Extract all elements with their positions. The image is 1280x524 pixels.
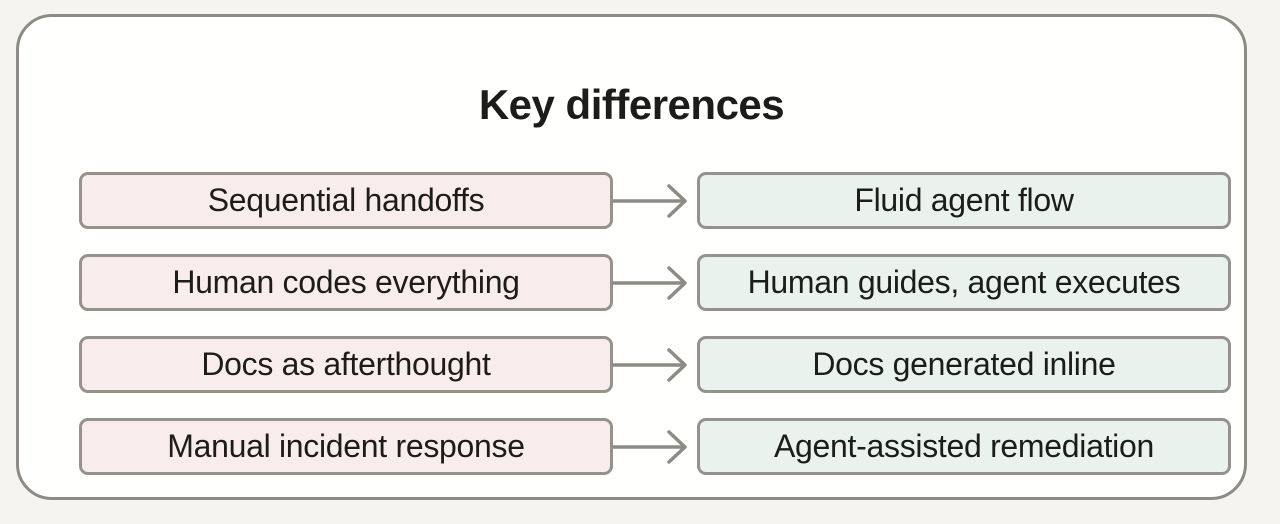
old-approach-box: Docs as afterthought (79, 336, 613, 393)
comparison-row: Docs as afterthought Docs generated inli… (79, 336, 1231, 393)
arrow-right-icon (613, 429, 687, 464)
page-title: Key differences (478, 81, 785, 128)
new-approach-box: Docs generated inline (697, 336, 1231, 393)
arrow-right-icon (613, 265, 687, 300)
old-approach-box: Manual incident response (79, 418, 613, 475)
new-approach-box: Fluid agent flow (697, 172, 1231, 229)
old-approach-box: Sequential handoffs (79, 172, 613, 229)
key-differences-panel: Key differences Sequential handoffs Flui… (16, 14, 1247, 500)
arrow-right-icon (613, 183, 687, 218)
comparison-row: Manual incident response Agent-assisted … (79, 418, 1231, 475)
arrow-right-icon (613, 347, 687, 382)
old-approach-box: Human codes everything (79, 254, 613, 311)
comparison-rows: Sequential handoffs Fluid agent flow Hum… (79, 172, 1231, 475)
new-approach-box: Agent-assisted remediation (697, 418, 1231, 475)
comparison-row: Sequential handoffs Fluid agent flow (79, 172, 1231, 229)
comparison-row: Human codes everything Human guides, age… (79, 254, 1231, 311)
new-approach-box: Human guides, agent executes (697, 254, 1231, 311)
